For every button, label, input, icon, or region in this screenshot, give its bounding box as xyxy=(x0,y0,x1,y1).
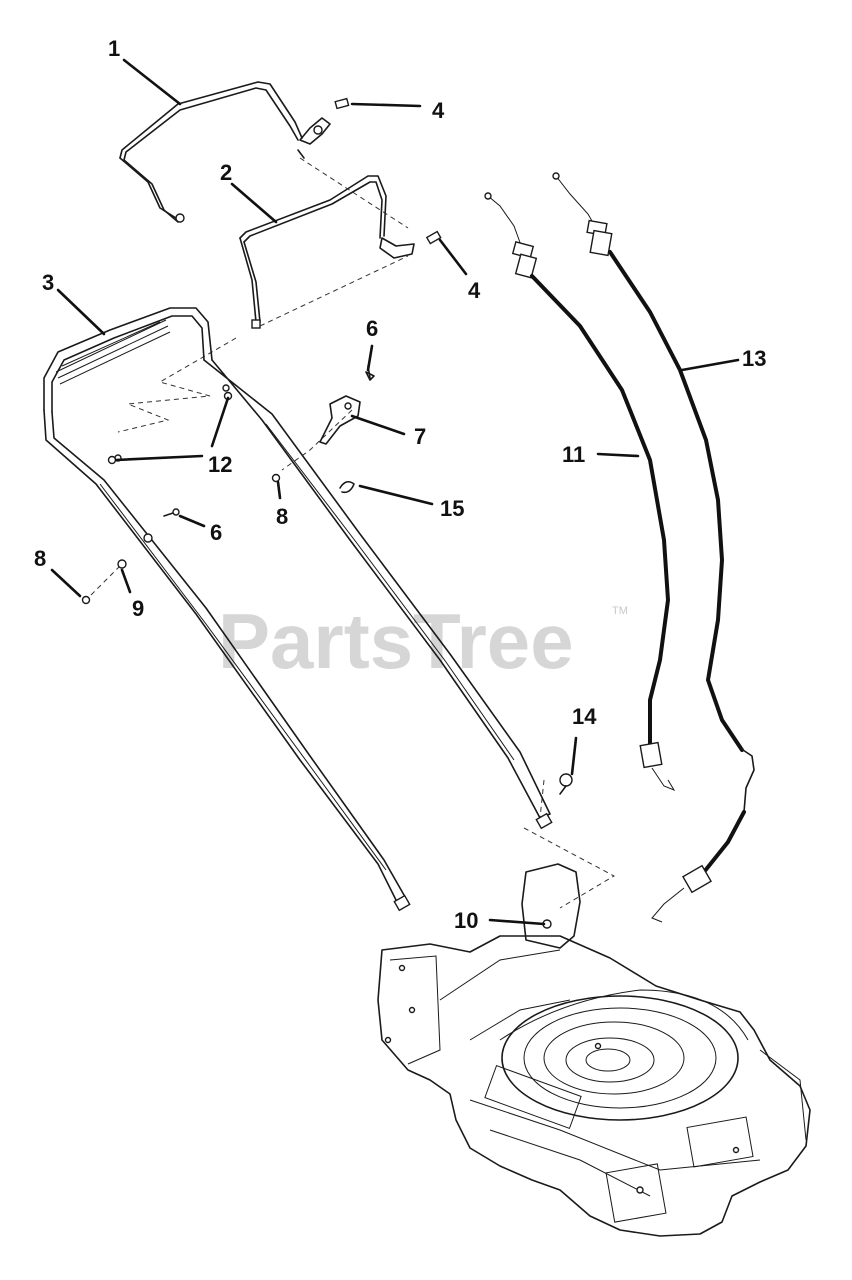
part-6-bolt-lower[interactable] xyxy=(163,508,180,517)
callout-2[interactable]: 2 xyxy=(220,160,232,185)
callout-8-lower[interactable]: 8 xyxy=(34,546,46,571)
callout-labels: 1 2 3 4 4 6 6 7 8 8 9 10 11 12 13 14 15 xyxy=(34,36,766,933)
part-8-nut-upper[interactable] xyxy=(271,473,281,483)
callout-14[interactable]: 14 xyxy=(572,704,597,729)
part-11-cable[interactable] xyxy=(484,192,676,792)
callout-leaders xyxy=(50,58,740,926)
part-4-hairpin-lower[interactable] xyxy=(425,230,442,245)
callout-6-lower[interactable]: 6 xyxy=(210,520,222,545)
part-4-hairpin-upper[interactable] xyxy=(334,97,350,110)
callout-1[interactable]: 1 xyxy=(108,36,120,61)
part-14-screw[interactable] xyxy=(559,773,573,795)
watermark-trademark: TM xyxy=(612,605,628,617)
part-3-main-handle[interactable] xyxy=(43,307,553,912)
callout-3[interactable]: 3 xyxy=(42,270,54,295)
part-13-cable[interactable] xyxy=(552,172,755,923)
part-15-clip[interactable] xyxy=(339,480,355,494)
callout-15[interactable]: 15 xyxy=(440,496,464,521)
callout-6-upper[interactable]: 6 xyxy=(366,316,378,341)
callout-9[interactable]: 9 xyxy=(132,596,144,621)
callout-4-lower[interactable]: 4 xyxy=(468,278,481,303)
callout-4-upper[interactable]: 4 xyxy=(432,98,445,123)
mower-deck xyxy=(377,863,811,1237)
assembly-guide-lines xyxy=(89,157,616,909)
part-7-bracket[interactable] xyxy=(319,395,361,445)
callout-13[interactable]: 13 xyxy=(742,346,766,371)
part-1-control-bail[interactable] xyxy=(119,81,331,223)
callout-10[interactable]: 10 xyxy=(454,908,478,933)
part-8-nut-lower[interactable] xyxy=(81,595,91,605)
callout-11[interactable]: 11 xyxy=(562,442,585,467)
callout-12[interactable]: 12 xyxy=(208,452,232,477)
callout-7[interactable]: 7 xyxy=(414,424,426,449)
part-2-lower-bail[interactable] xyxy=(239,175,415,329)
part-9-washer[interactable] xyxy=(117,559,127,569)
watermark-text: PartsTree xyxy=(218,597,574,685)
callout-8-upper[interactable]: 8 xyxy=(276,504,288,529)
